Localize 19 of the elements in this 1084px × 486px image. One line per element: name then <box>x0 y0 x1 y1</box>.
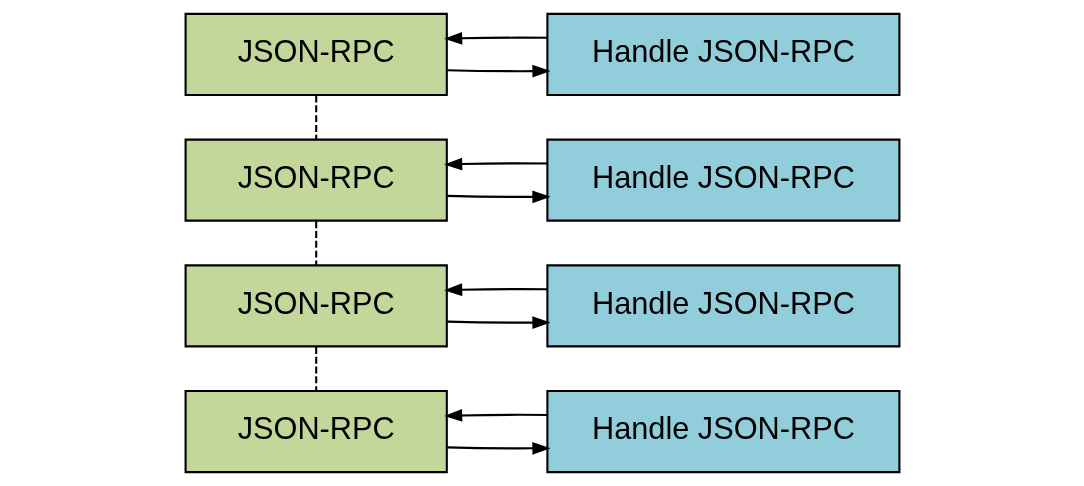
arrow <box>443 31 547 45</box>
node-box: Handle JSON-RPC <box>545 264 900 348</box>
node-box: Handle JSON-RPC <box>545 12 900 96</box>
node-box: Handle JSON-RPC <box>545 138 900 222</box>
connector <box>314 221 317 266</box>
node-box: JSON-RPC <box>184 12 448 96</box>
arrow <box>443 409 547 422</box>
arrow <box>446 441 551 455</box>
arrow <box>446 316 551 329</box>
arrow <box>443 157 547 171</box>
node-box: JSON-RPC <box>184 264 448 348</box>
arrow <box>446 64 551 78</box>
arrow <box>443 283 547 297</box>
connector <box>314 347 317 391</box>
arrow <box>446 190 551 204</box>
connector <box>314 95 317 140</box>
node-box: JSON-RPC <box>184 138 448 222</box>
node-box: Handle JSON-RPC <box>545 390 900 474</box>
node-box: JSON-RPC <box>184 390 448 474</box>
